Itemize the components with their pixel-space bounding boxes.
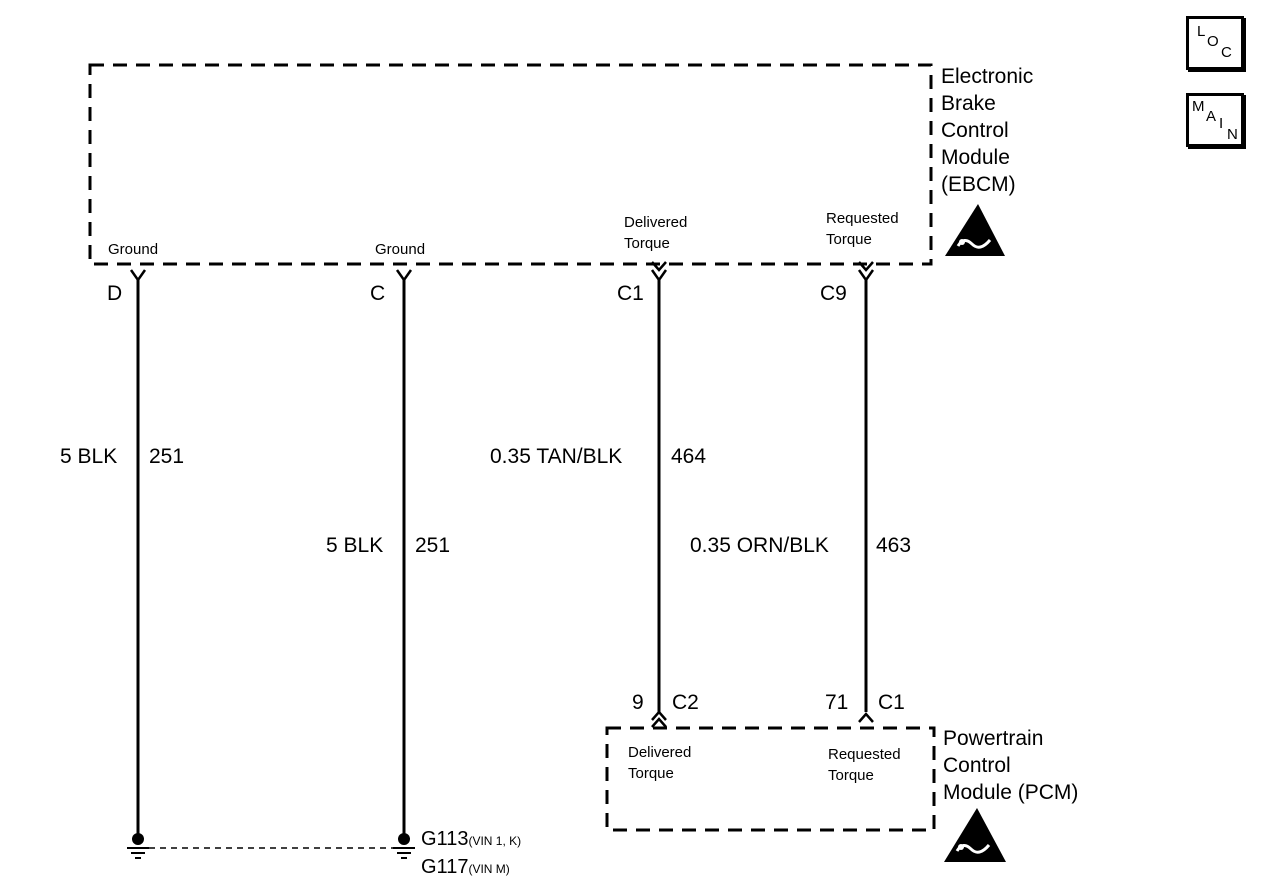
- ebcm-terminal-c: C: [370, 282, 386, 305]
- ground-symbol-left: [127, 847, 149, 859]
- terminal-c9-mark: [858, 261, 874, 272]
- ground-dot-left: [132, 833, 144, 845]
- wire-2-size-color: 5 BLK: [326, 534, 384, 557]
- wire-1-size-color: 5 BLK: [60, 445, 118, 468]
- ground-dot-right: [398, 833, 410, 845]
- pcm-title: Powertrain Control Module (PCM): [943, 727, 1079, 804]
- terminal-c1-mark-2: [650, 269, 668, 283]
- terminal-c1-mark: [651, 261, 667, 272]
- main-button[interactable]: M A I N: [1186, 93, 1244, 147]
- terminal-c-mark: [395, 269, 413, 283]
- wire-4-circuit: 463: [876, 534, 912, 557]
- ground-g113: G113(VIN 1, K): [421, 829, 521, 849]
- ebcm-pin-c1-function: Delivered Torque: [624, 214, 688, 252]
- wire-2-circuit: 251: [415, 534, 451, 557]
- ground-g113-note: (VIN 1, K): [468, 834, 522, 848]
- wire-4-size-color: 0.35 ORN/BLK: [690, 534, 829, 557]
- loc-button[interactable]: L O C: [1186, 16, 1244, 70]
- ground-g117-id: G117: [421, 856, 469, 878]
- pcm-pin-71-function: Requested Torque: [828, 746, 901, 784]
- ground-g117: G117(VIN M): [421, 857, 510, 877]
- esd-warning-icon-ebcm: [945, 204, 1005, 256]
- pcm-pin9-mark: [651, 710, 667, 721]
- pcm-connector-c2: C2: [672, 691, 699, 714]
- ground-symbol-right: [393, 847, 415, 859]
- wire-3-circuit: 464: [671, 445, 707, 468]
- pcm-pin71-mark: [858, 712, 874, 723]
- ebcm-pin-c-function: Ground: [375, 241, 426, 258]
- ebcm-terminal-c9: C9: [820, 282, 847, 305]
- pcm-pin-71: 71: [825, 691, 849, 714]
- ground-g117-note: (VIN M): [468, 862, 510, 876]
- ebcm-terminal-d: D: [107, 282, 123, 305]
- ebcm-outline: [88, 63, 933, 266]
- pcm-pin9-mark-2: [651, 717, 667, 728]
- terminal-d-mark: [129, 269, 147, 283]
- wire-3-size-color: 0.35 TAN/BLK: [490, 445, 623, 468]
- pcm-pin-9-function: Delivered Torque: [628, 744, 692, 782]
- ebcm-title: Electronic Brake Control Module (EBCM): [941, 65, 1034, 196]
- ebcm-terminal-c1: C1: [617, 282, 644, 305]
- ebcm-pin-d-function: Ground: [108, 241, 159, 258]
- wire-1-circuit: 251: [149, 445, 185, 468]
- esd-warning-icon-pcm: [944, 808, 1006, 862]
- ebcm-pin-c9-function: Requested Torque: [826, 210, 899, 248]
- terminal-c9-mark-2: [857, 269, 875, 283]
- ground-g113-id: G113: [421, 828, 469, 850]
- pcm-pin-9: 9: [632, 691, 644, 714]
- pcm-connector-c1: C1: [878, 691, 905, 714]
- pcm-outline: [605, 726, 936, 832]
